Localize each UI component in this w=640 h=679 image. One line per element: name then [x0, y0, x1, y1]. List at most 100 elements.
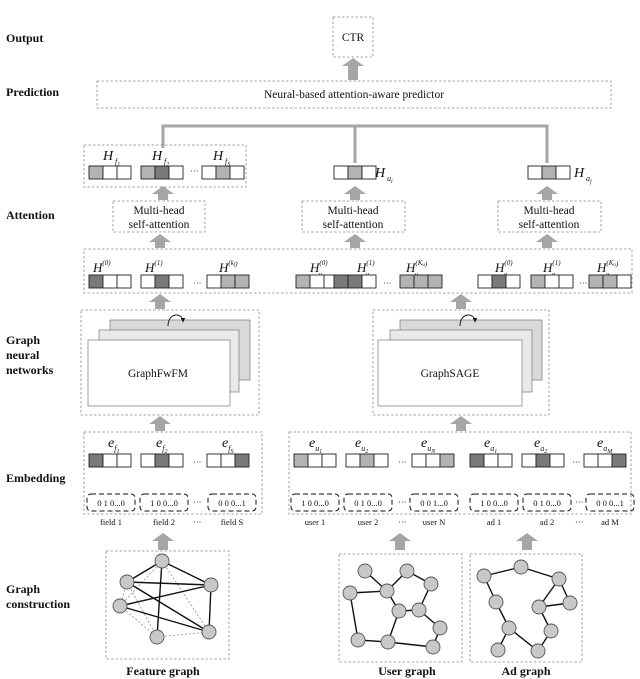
ellipsis: ···: [193, 457, 202, 467]
onehot-inputs: [86, 493, 635, 512]
graph-node: [203, 577, 219, 593]
user-graph-title: User graph: [378, 664, 436, 678]
e-am-label: eaM: [597, 436, 613, 455]
vector-huk: [399, 274, 443, 289]
ad-attention-line1: Multi-head: [523, 205, 574, 217]
arrow-user-graph: [389, 533, 411, 550]
gnn-layer-outputs-group: [83, 248, 633, 294]
ellipsis: ···: [572, 457, 581, 467]
vector-h1: [140, 274, 184, 289]
label-userN: user N: [423, 517, 445, 527]
vector-h0: [88, 274, 132, 289]
feature-gnn-group: [80, 309, 260, 416]
vector-cell: [373, 453, 389, 468]
user-attention-line2: self-attention: [323, 219, 384, 231]
h-kf-label: H(kf): [218, 259, 238, 275]
graphfwfm-label: GraphFwFM: [128, 368, 188, 380]
h-f2-symbol: H: [151, 149, 163, 164]
recurrence-arrow-icon: [167, 314, 186, 327]
vector-hkf: [206, 274, 250, 289]
ellipsis: ···: [575, 517, 584, 527]
vector-hu1: [333, 274, 377, 289]
graph-node: [380, 634, 396, 650]
predictor-box: [96, 80, 612, 109]
user-ad-embedding-group: [288, 431, 632, 515]
embedding-vectors: [88, 165, 632, 468]
stage-label-gnn-line1: Graph: [6, 333, 40, 347]
vector-cell: [293, 453, 309, 468]
vector-cell: [140, 274, 156, 289]
h-fs-symbol: H: [212, 149, 224, 164]
vector-cell: [521, 453, 537, 468]
graph-drawings: [112, 553, 578, 659]
vector-cell: [154, 453, 170, 468]
vector-e-fs: [206, 453, 250, 468]
vector-ha1: [530, 274, 574, 289]
embedding-labels: ef1 ef2 efS eu1 eu2 euN ea1 ea2 eaM: [108, 436, 613, 455]
graph-node: [551, 571, 567, 587]
onehot-box-fieldS: [207, 493, 257, 512]
graph-node: [530, 643, 546, 659]
e-f1-label: ef1: [108, 436, 119, 455]
graph-node: [543, 623, 559, 639]
stage-label-gnn-line2: neural: [6, 348, 40, 362]
vector-cell: [427, 274, 443, 289]
graph-node: [531, 599, 547, 615]
vector-cell: [206, 453, 222, 468]
arrow-attention-ad: [536, 186, 558, 200]
vector-cell: [425, 453, 441, 468]
vector-cell: [544, 274, 560, 289]
vector-cell: [413, 274, 429, 289]
onehot-box-user1: [290, 493, 340, 512]
arrow-feature-to-attention: [149, 234, 171, 248]
e-f2-label: ef2: [156, 436, 167, 455]
label-fieldS: field S: [221, 517, 244, 527]
vector-cell: [102, 274, 118, 289]
vector-h-f2: [140, 165, 184, 180]
vector-hu0: [295, 274, 339, 289]
graph-node: [411, 602, 427, 618]
onehot-ad2: 0 1 0...0: [533, 498, 561, 508]
vector-cell: [505, 274, 521, 289]
vector-cell: [154, 165, 170, 180]
user-attention-line1: Multi-head: [327, 205, 378, 217]
vector-e-a2: [521, 453, 565, 468]
feature-graph-panel: [105, 550, 230, 660]
graph-node: [513, 559, 529, 575]
graph-node: [501, 620, 517, 636]
graph-edge: [349, 592, 359, 641]
vector-cell: [439, 453, 455, 468]
vector-cell: [361, 165, 377, 180]
graph-node: [149, 629, 165, 645]
vector-h-fs: [201, 165, 245, 180]
vector-cell: [220, 453, 236, 468]
ad-graph: [476, 559, 578, 659]
stage-label-construction-line2: construction: [6, 597, 70, 611]
predictor-connector: [161, 124, 549, 163]
vector-cell: [229, 165, 245, 180]
arrow-graphfwfm-out: [149, 294, 171, 309]
graph-node: [432, 620, 448, 636]
vector-h-ui: [333, 165, 377, 180]
h-aj-subscript: aj: [586, 174, 592, 185]
h-1-label: H(1): [144, 259, 163, 275]
vector-cell: [361, 274, 377, 289]
onehot-field1: 0 1 0...0: [97, 498, 125, 508]
graph-node: [488, 594, 504, 610]
vector-cell: [477, 274, 493, 289]
vector-cell: [497, 453, 513, 468]
h-f1-subscript: f1: [115, 157, 120, 168]
e-u2-label: eu2: [355, 436, 368, 455]
arrow-graphsage-out: [450, 294, 472, 309]
vector-h-aj: [527, 165, 571, 180]
onehot-box-ad1: [469, 493, 519, 512]
graph-edge: [208, 584, 212, 633]
onehot-userN: 0 0 1...0: [420, 498, 448, 508]
vector-ha0: [477, 274, 521, 289]
arrow-attention-feature: [152, 186, 174, 200]
graph-node: [154, 553, 170, 569]
vector-cell: [333, 165, 349, 180]
onehot-box-field1: [86, 493, 136, 512]
ellipsis: ···: [579, 278, 588, 288]
stage-label-construction-line1: Graph: [6, 582, 40, 596]
